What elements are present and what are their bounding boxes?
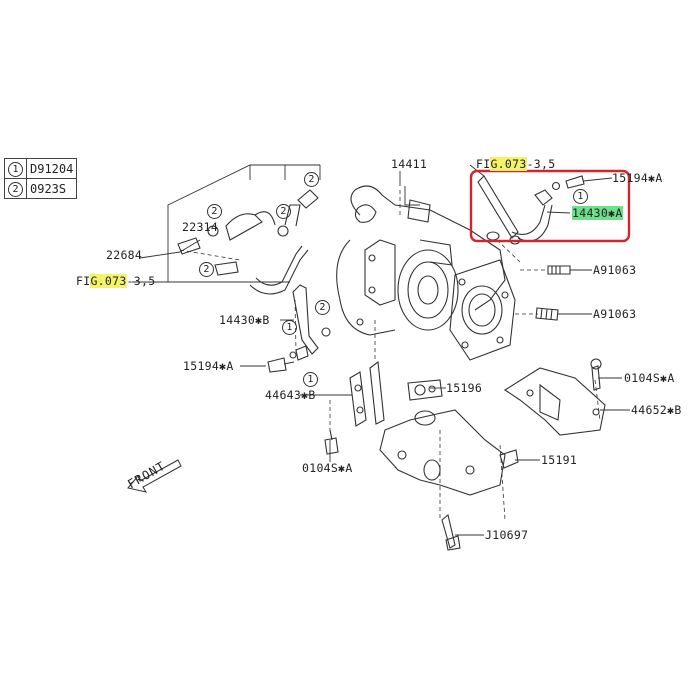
legend-circle-1: 1 bbox=[8, 161, 23, 177]
part-label-15194a-left: 15194✱A bbox=[183, 359, 234, 373]
callout-circle: 2 bbox=[315, 300, 330, 315]
heat-shield-44652b bbox=[503, 358, 606, 436]
highlight-frame bbox=[469, 169, 631, 243]
legend-code-cell: 0923S bbox=[25, 178, 78, 199]
callout-circle: 2 bbox=[199, 262, 214, 277]
figure-reference-top: FIG.073-3,5 bbox=[476, 157, 556, 171]
legend-code-cell: D91204 bbox=[25, 158, 78, 179]
callout-circle: 2 bbox=[207, 204, 222, 219]
figure-reference-left: FIG.073-3,5 bbox=[76, 274, 156, 288]
part-label-44652b: 44652✱B bbox=[631, 403, 682, 417]
water-pipe-14430b bbox=[267, 284, 331, 373]
part-label-j10697: J10697 bbox=[485, 528, 529, 542]
front-arrow-icon bbox=[127, 459, 182, 493]
part-label-22314: 22314 bbox=[182, 220, 219, 234]
callout-circle: 1 bbox=[573, 189, 588, 204]
callout-circle: 2 bbox=[304, 172, 319, 187]
coolant-hoses bbox=[177, 189, 319, 295]
part-label-15196: 15196 bbox=[446, 381, 483, 395]
part-label-a91063-1: A91063 bbox=[593, 263, 637, 277]
callout-circle: 1 bbox=[303, 372, 318, 387]
part-label-a91063-2: A91063 bbox=[593, 307, 637, 321]
part-label-22684: 22684 bbox=[106, 248, 143, 262]
leader-lines bbox=[132, 164, 630, 536]
turbo-outlet-15191 bbox=[324, 360, 519, 551]
legend-row: 1 D91204 bbox=[4, 158, 78, 179]
part-label-14411: 14411 bbox=[391, 157, 428, 171]
legend-circle-2: 2 bbox=[8, 181, 23, 197]
dashed-assembly-lines bbox=[179, 190, 601, 521]
part-label-14430b: 14430✱B bbox=[219, 313, 270, 327]
studs-a91063 bbox=[535, 265, 571, 321]
legend-row: 2 0923S bbox=[4, 178, 78, 199]
oil-pipe-14430a bbox=[477, 175, 585, 245]
bracket-44643b bbox=[349, 371, 443, 427]
part-label-44643b: 44643✱B bbox=[265, 388, 316, 402]
callout-circle: 1 bbox=[282, 320, 297, 335]
part-label-0104sa-bottom: 0104S✱A bbox=[302, 461, 353, 475]
part-label-15194a-top: 15194✱A bbox=[612, 171, 663, 185]
part-label-0104sa-right: 0104S✱A bbox=[624, 371, 675, 385]
part-label-14430a: 14430✱A bbox=[572, 206, 623, 220]
turbocharger-illustration bbox=[336, 185, 516, 361]
legend-table: 1 D91204 2 0923S bbox=[4, 158, 78, 199]
callout-circle: 2 bbox=[276, 204, 291, 219]
part-label-15191: 15191 bbox=[541, 453, 578, 467]
